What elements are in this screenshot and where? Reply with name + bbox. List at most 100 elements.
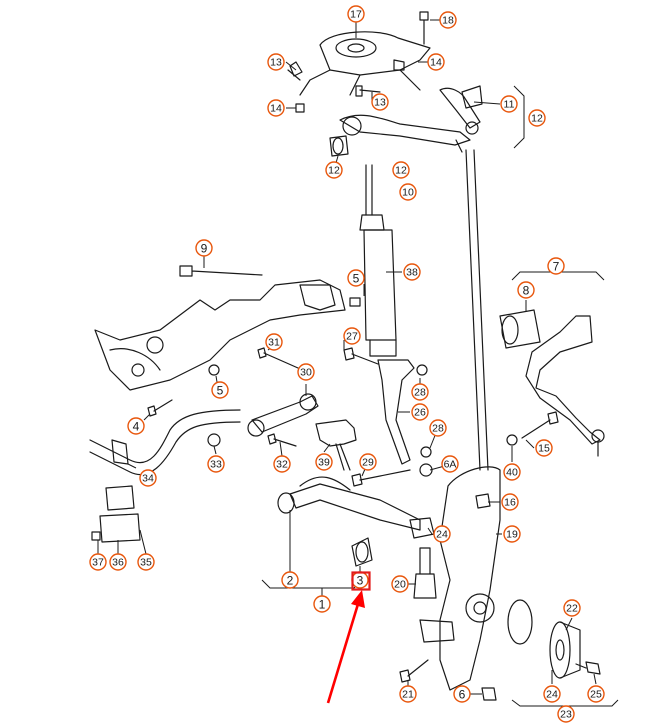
callout-ring xyxy=(433,525,451,543)
callout-9: 9 xyxy=(195,239,213,257)
callout-28: 28 xyxy=(411,383,429,401)
callout-ring xyxy=(535,439,553,457)
callout-label: 6A xyxy=(444,459,457,471)
callout-label: 13 xyxy=(270,57,282,69)
callout-label: 5 xyxy=(353,272,360,286)
callout-ring xyxy=(543,685,561,703)
callout-25: 25 xyxy=(587,685,605,703)
callout-label: 21 xyxy=(402,689,414,701)
callout-ring xyxy=(528,109,546,127)
callout-label: 4 xyxy=(133,420,140,434)
callout-ring xyxy=(109,553,127,571)
callout-label: 30 xyxy=(300,367,312,379)
callout-ring xyxy=(399,183,417,201)
callout-14: 14 xyxy=(427,53,445,71)
callout-label: 12 xyxy=(328,165,340,177)
callout-36: 36 xyxy=(109,553,127,571)
callout-label: 32 xyxy=(276,459,288,471)
highlight-box xyxy=(351,571,371,591)
callout-ring xyxy=(347,269,365,287)
callout-22: 22 xyxy=(563,599,581,617)
callout-label: 24 xyxy=(436,529,448,541)
callout-ring xyxy=(392,161,410,179)
callout-28: 28 xyxy=(429,419,447,437)
callout-ring xyxy=(429,419,447,437)
callout-32: 32 xyxy=(273,455,291,473)
callout-ring xyxy=(139,469,157,487)
callout-label: 12 xyxy=(395,165,407,177)
callout-ring xyxy=(297,363,315,381)
callout-ring xyxy=(371,93,389,111)
callout-ring xyxy=(547,257,565,275)
callout-16: 16 xyxy=(501,493,519,511)
callout-13: 13 xyxy=(267,53,285,71)
callout-ring xyxy=(89,553,107,571)
callout-label: 26 xyxy=(414,407,426,419)
callout-ring xyxy=(265,333,283,351)
callout-label: 39 xyxy=(318,457,330,469)
callout-12: 12 xyxy=(392,161,410,179)
callout-34: 34 xyxy=(139,469,157,487)
callout-1: 1 xyxy=(313,595,331,613)
callout-13: 13 xyxy=(371,93,389,111)
callout-label: 2 xyxy=(287,574,294,588)
callout-26: 26 xyxy=(411,403,429,421)
callout-37: 37 xyxy=(89,553,107,571)
callout-31: 31 xyxy=(265,333,283,351)
callout-8: 8 xyxy=(517,281,535,299)
callout-ring xyxy=(343,327,361,345)
callout-label: 28 xyxy=(432,423,444,435)
callout-23: 23 xyxy=(557,705,575,723)
callout-6: 6 xyxy=(453,685,471,703)
callout-label: 17 xyxy=(350,9,362,21)
callout-label: 38 xyxy=(406,267,418,279)
callout-ring xyxy=(325,161,343,179)
callout-40: 40 xyxy=(503,463,521,481)
callout-label: 19 xyxy=(506,529,518,541)
callout-12: 12 xyxy=(325,161,343,179)
callout-label: 7 xyxy=(553,260,560,274)
parts-drawing xyxy=(89,11,605,701)
callout-label: 18 xyxy=(442,15,454,27)
callout-6a: 6A xyxy=(441,455,459,473)
callout-39: 39 xyxy=(315,453,333,471)
callout-label: 14 xyxy=(270,103,282,115)
callout-ring xyxy=(281,571,299,589)
callout-7: 7 xyxy=(547,257,565,275)
callout-5: 5 xyxy=(347,269,365,287)
callout-ring xyxy=(273,455,291,473)
callout-3: 3 xyxy=(351,571,369,589)
callout-label: 33 xyxy=(210,459,222,471)
callout-ring xyxy=(500,95,518,113)
callout-label: 25 xyxy=(590,689,602,701)
callout-38: 38 xyxy=(403,263,421,281)
callout-ring xyxy=(195,239,213,257)
callout-14: 14 xyxy=(267,99,285,117)
callout-label: 35 xyxy=(140,557,152,569)
callout-label: 5 xyxy=(217,384,224,398)
callout-label: 40 xyxy=(506,467,518,479)
callout-label: 27 xyxy=(346,331,358,343)
callout-ring xyxy=(411,383,429,401)
callout-label: 31 xyxy=(268,337,280,349)
callout-ring xyxy=(501,493,519,511)
callout-30: 30 xyxy=(297,363,315,381)
callout-12: 12 xyxy=(528,109,546,127)
callout-ring xyxy=(359,453,377,471)
callout-label: 8 xyxy=(523,284,530,298)
callout-15: 15 xyxy=(535,439,553,457)
callout-ring xyxy=(427,53,445,71)
callout-label: 11 xyxy=(504,99,515,111)
callout-29: 29 xyxy=(359,453,377,471)
callout-label: 13 xyxy=(374,97,386,109)
callout-21: 21 xyxy=(399,685,417,703)
callout-ring xyxy=(557,705,575,723)
callout-ring xyxy=(399,685,417,703)
callout-ring xyxy=(391,575,409,593)
callout-24: 24 xyxy=(543,685,561,703)
callout-4: 4 xyxy=(127,417,145,435)
callout-label: 29 xyxy=(362,457,374,469)
callout-label: 6 xyxy=(459,688,466,702)
